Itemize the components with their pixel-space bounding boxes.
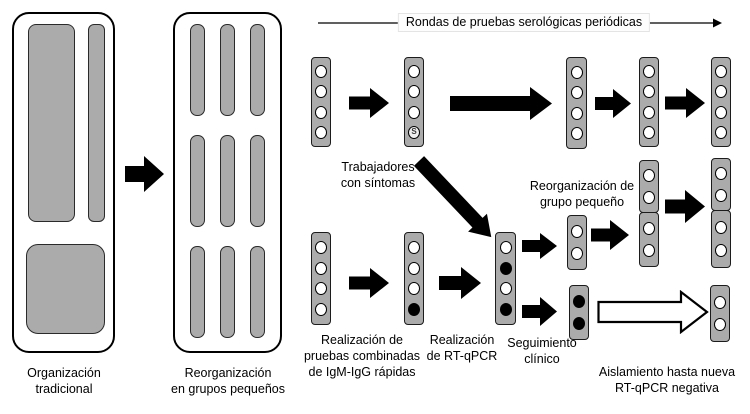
worker-pod-regrouped-top bbox=[639, 160, 659, 213]
small-group-bar bbox=[220, 246, 235, 338]
arrow-right-icon bbox=[439, 267, 481, 299]
healthy-worker-circle bbox=[408, 105, 420, 119]
healthy-worker-circle bbox=[643, 125, 655, 139]
healthy-worker-circle bbox=[571, 225, 583, 238]
arrow-right-icon bbox=[125, 156, 164, 192]
healthy-worker-circle bbox=[315, 105, 327, 119]
worker-pod-negative-pair bbox=[567, 215, 587, 270]
traditional-workspace bbox=[12, 12, 115, 353]
healthy-worker-circle bbox=[570, 65, 583, 79]
worker-pod-positive-pair bbox=[569, 285, 589, 340]
worker-pod-negative-round-2 bbox=[639, 57, 659, 147]
healthy-worker-circle bbox=[715, 85, 727, 99]
arrow-diagonal-icon bbox=[413, 156, 492, 238]
healthy-worker-circle bbox=[715, 65, 727, 79]
worker-pod-rtqpcr-results bbox=[495, 232, 516, 325]
healthy-worker-circle bbox=[315, 282, 327, 296]
worker-pod-regrouped-bottom bbox=[639, 212, 659, 267]
symptomatic-workers-label: Trabajadores con síntomas bbox=[340, 160, 416, 190]
arrow-right-icon bbox=[665, 88, 705, 118]
small-group-bar bbox=[190, 24, 205, 116]
infected-worker-circle bbox=[573, 295, 585, 308]
healthy-worker-circle bbox=[570, 86, 583, 100]
healthy-worker-circle bbox=[715, 244, 727, 257]
bottom-team-zone bbox=[26, 244, 105, 334]
side-team-zone bbox=[88, 24, 105, 222]
small-group-bar bbox=[190, 246, 205, 338]
healthy-worker-circle bbox=[715, 221, 727, 234]
healthy-worker-circle bbox=[570, 127, 583, 141]
infected-worker-circle bbox=[573, 317, 585, 330]
healthy-worker-circle bbox=[315, 261, 327, 275]
infected-worker-circle bbox=[499, 261, 512, 275]
healthy-worker-circle bbox=[315, 303, 327, 317]
isolation-label: Aislamiento hasta nueva RT-qPCR negativa bbox=[598, 365, 736, 395]
healthy-worker-circle bbox=[570, 106, 583, 120]
small-group-bar bbox=[250, 24, 265, 116]
small-group-bar bbox=[190, 135, 205, 227]
healthy-worker-circle bbox=[643, 222, 655, 235]
arrow-right-icon bbox=[349, 268, 389, 298]
healthy-worker-circle bbox=[408, 65, 420, 79]
small-group-bar bbox=[220, 24, 235, 116]
healthy-worker-circle bbox=[715, 188, 727, 202]
rt-qpcr-label: Realización de RT-qPCR bbox=[426, 333, 498, 363]
worker-pod-regrouped-final-bottom bbox=[711, 210, 731, 268]
healthy-worker-circle bbox=[643, 105, 655, 119]
healthy-worker-circle bbox=[408, 85, 420, 99]
worker-pod-igm-igg-positive bbox=[404, 232, 424, 325]
healthy-worker-circle bbox=[643, 190, 655, 204]
combined-rapid-tests-label: Realización de pruebas combinadas de IgM… bbox=[303, 333, 421, 379]
small-groups-label: Reorganización en grupos pequeños bbox=[171, 366, 285, 396]
healthy-worker-circle bbox=[315, 85, 327, 99]
clinical-followup-label: Seguimiento clínico bbox=[507, 336, 577, 366]
healthy-worker-circle bbox=[643, 85, 655, 99]
worker-pod-regrouped-final-top bbox=[711, 158, 731, 211]
healthy-worker-circle bbox=[315, 240, 327, 254]
worker-pod-negative-round-1 bbox=[566, 57, 587, 149]
arrow-outline-right-icon bbox=[597, 290, 709, 334]
worker-pod-start bbox=[311, 57, 331, 147]
small-group-bar bbox=[220, 135, 235, 227]
healthy-worker-circle bbox=[643, 65, 655, 79]
worker-pod-with-symptomatic: S bbox=[404, 57, 424, 147]
healthy-worker-circle bbox=[315, 125, 327, 139]
healthy-worker-circle bbox=[499, 282, 512, 296]
healthy-worker-circle bbox=[643, 244, 655, 257]
worker-pod-after-isolation bbox=[710, 285, 730, 342]
arrow-right-icon bbox=[591, 220, 629, 250]
healthy-worker-circle bbox=[315, 65, 327, 79]
small-groups-workspace bbox=[173, 12, 282, 353]
healthy-worker-circle bbox=[408, 240, 420, 254]
arrow-right-long-icon bbox=[450, 87, 552, 120]
healthy-worker-circle bbox=[714, 295, 726, 309]
infected-worker-circle bbox=[499, 303, 512, 317]
traditional-organization-label: Organización tradicional bbox=[27, 366, 101, 396]
small-group-bar bbox=[250, 246, 265, 338]
arrow-right-icon bbox=[595, 89, 631, 118]
healthy-worker-circle bbox=[408, 282, 420, 296]
healthy-worker-circle bbox=[714, 318, 726, 332]
arrow-right-icon bbox=[665, 190, 705, 223]
healthy-worker-circle bbox=[408, 261, 420, 275]
large-team-zone bbox=[28, 24, 75, 222]
small-group-reorg-label: Reorganización de grupo pequeño bbox=[529, 179, 635, 209]
worker-pod-testing-start bbox=[311, 232, 331, 325]
arrow-right-icon bbox=[522, 297, 557, 326]
small-group-bar bbox=[250, 135, 265, 227]
healthy-worker-circle bbox=[499, 240, 512, 254]
timeline-title: Rondas de pruebas serológicas periódicas bbox=[397, 13, 651, 32]
symptomatic-worker-circle: S bbox=[408, 125, 420, 139]
healthy-worker-circle bbox=[715, 125, 727, 139]
healthy-worker-circle bbox=[715, 167, 727, 181]
infected-worker-circle bbox=[408, 303, 420, 317]
healthy-worker-circle bbox=[715, 105, 727, 119]
arrow-right-icon bbox=[349, 88, 389, 118]
healthy-worker-circle bbox=[571, 247, 583, 260]
arrow-right-icon bbox=[522, 233, 557, 259]
worker-pod-negative-round-3 bbox=[711, 57, 731, 147]
healthy-worker-circle bbox=[643, 169, 655, 183]
